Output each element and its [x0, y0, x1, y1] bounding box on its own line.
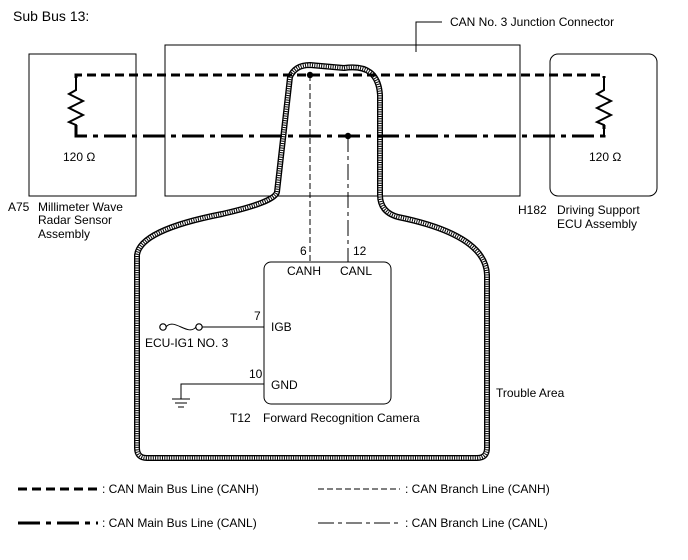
fuse-right-terminal: [195, 323, 203, 331]
right-ecu-name-line-2: ECU Assembly: [557, 217, 637, 231]
legend-main-canh-label: : CAN Main Bus Line (CANH): [102, 482, 259, 496]
junction-connector-box: [164, 44, 521, 197]
main-bus-canh: [74, 73, 606, 78]
trouble-area-boundary: [134, 62, 490, 461]
camera-code: T12: [230, 411, 251, 425]
pin-number-gnd: 10: [249, 367, 263, 381]
right-terminating-resistor-icon: [594, 76, 614, 136]
main-bus-canl: [74, 125, 606, 138]
left-ecu-code: A75: [8, 200, 30, 214]
pin-number-canl: 12: [353, 244, 367, 258]
left-resistance-label: 120 Ω: [63, 150, 95, 164]
left-ecu-name-line-1: Millimeter Wave: [38, 200, 123, 214]
gnd-wire: [180, 383, 264, 399]
junction-connector-label: CAN No. 3 Junction Connector: [450, 15, 614, 29]
pin-label-canl: CANL: [340, 264, 372, 278]
fuse-icon: [165, 323, 197, 331]
legend: : CAN Main Bus Line (CANH) : CAN Branch …: [18, 482, 550, 530]
ground-icon: [172, 398, 190, 408]
junction-connector-leader: [415, 21, 442, 52]
fuse-left-terminal: [159, 323, 167, 331]
camera-name: Forward Recognition Camera: [263, 411, 420, 425]
right-ecu-code: H182: [518, 203, 547, 217]
left-ecu-box: [28, 53, 137, 197]
legend-branch-canl-label: : CAN Branch Line (CANL): [405, 516, 548, 530]
legend-branch-canh-label: : CAN Branch Line (CANH): [405, 482, 550, 496]
left-terminating-resistor-icon: [66, 76, 86, 136]
right-ecu-name-line-1: Driving Support: [557, 203, 640, 217]
trouble-area-label: Trouble Area: [496, 386, 565, 400]
left-ecu-name-line-2: Radar Sensor: [38, 213, 112, 227]
left-ecu-name-line-3: Assembly: [38, 227, 90, 241]
diagram-title: Sub Bus 13:: [13, 8, 89, 24]
pin-number-igb: 7: [254, 309, 261, 323]
pin-label-igb: IGB: [271, 320, 292, 334]
camera-box: [263, 261, 392, 405]
right-ecu-box: [549, 53, 658, 197]
pin-label-gnd: GND: [271, 378, 298, 392]
pin-label-canh: CANH: [287, 264, 321, 278]
right-resistance-label: 120 Ω: [589, 150, 621, 164]
fuse-label: ECU-IG1 NO. 3: [145, 336, 229, 350]
pin-number-canh: 6: [300, 244, 307, 258]
legend-main-canl-label: : CAN Main Bus Line (CANL): [102, 516, 257, 530]
